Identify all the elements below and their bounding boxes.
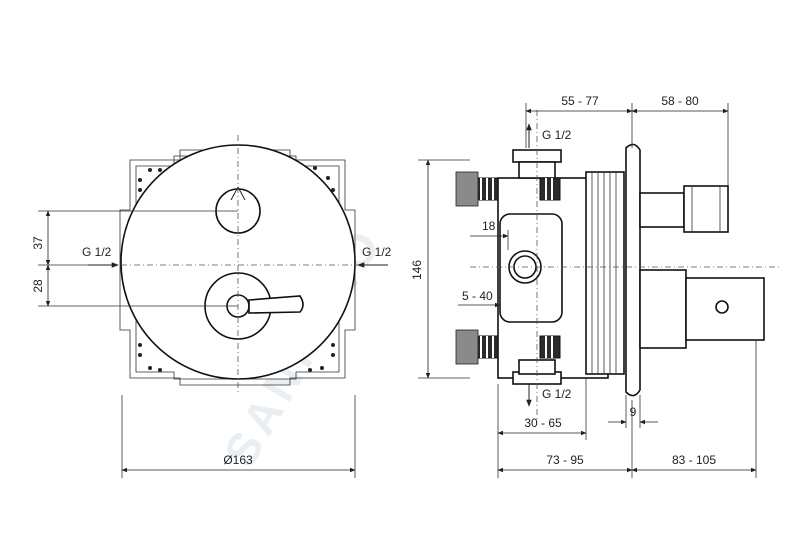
dim-depth-label: 30 - 65 (524, 416, 562, 430)
pipe-bottom-label: G 1/2 (542, 387, 572, 401)
dim-plate-label: 9 (630, 405, 637, 419)
dim-top-left-label: 55 - 77 (561, 94, 599, 108)
dim-top-right-label: 58 - 80 (661, 94, 699, 108)
fitting-bands (455, 171, 561, 365)
diameter-label: Ø163 (223, 453, 253, 467)
dim-bottom-left-label: 73 - 95 (546, 453, 584, 467)
lower-handle-side (639, 269, 687, 349)
plaster-guard (585, 171, 625, 375)
front-view: 37 28 G 1/2 G 1/2 Ø163 (31, 135, 392, 478)
dim-146-label: 146 (410, 260, 424, 280)
dim-37-label: 37 (31, 236, 45, 250)
dim-bottom-right-label: 83 - 105 (672, 453, 716, 467)
side-view: G 1/2 G 1/2 146 55 - 77 58 - 80 18 5 - 4… (410, 94, 780, 478)
inlet-right-label: G 1/2 (362, 245, 392, 259)
pipe-top-label: G 1/2 (542, 128, 572, 142)
dim-28-label: 28 (31, 279, 45, 293)
inlet-left-label: G 1/2 (82, 245, 112, 259)
upper-handle-side (639, 192, 685, 228)
dim-offset-label: 5 - 40 (462, 289, 493, 303)
cover-plate (625, 143, 641, 397)
lever-handle (248, 295, 304, 314)
dim-18-label: 18 (482, 219, 496, 233)
